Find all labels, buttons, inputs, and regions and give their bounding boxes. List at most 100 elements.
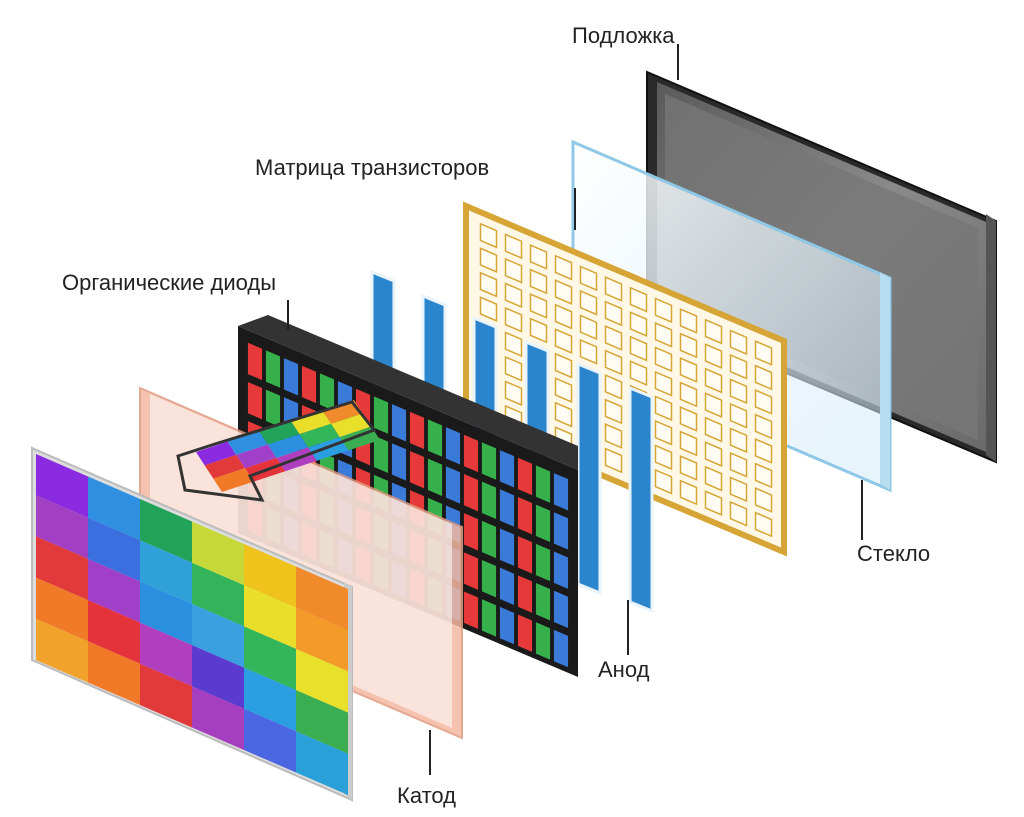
tft-cell [504,380,523,407]
subpixel [553,629,569,668]
tft-cell [579,338,598,365]
tft-cell [504,282,523,309]
label-cathode: Катод [397,783,456,808]
tft-cell [704,343,723,369]
tft-cell [704,490,723,516]
subpixel [373,435,389,473]
label-glass: Стекло [857,541,930,566]
tft-cell [579,314,598,341]
tft-cell [604,325,623,351]
arrow-color-cell [267,434,309,458]
front-color-cell [192,562,244,627]
tft-cell [679,430,698,457]
front-color-cell [36,495,88,559]
label-substrate: Подложка [572,23,675,48]
arrow-color-cell [227,431,268,455]
front-color-cell [192,603,244,668]
tft-cell [729,476,748,503]
tft-cell [729,500,748,527]
tft-cell [654,444,673,471]
subpixel [481,481,497,519]
subpixel [445,466,461,504]
tft-cell [654,321,673,348]
tft-cell [529,244,548,270]
tft-cell [504,233,523,260]
front-color-screen [31,446,353,802]
tft-cell [704,392,723,418]
front-color-cell [296,648,348,713]
front-color-cell [296,690,348,754]
tft-cell [679,455,698,481]
arrow-color-cell [196,441,237,466]
anode-strip [628,385,654,614]
tft-cell [479,296,498,322]
tft-cell [554,377,573,403]
tft-cell [729,451,748,478]
tft-cell [554,279,573,305]
tft-cell [604,447,623,474]
tft-cell [604,374,623,400]
subpixel [409,450,425,489]
tft-cell [629,311,648,337]
subpixel [247,342,263,381]
tft-cell [504,257,523,284]
front-color-cell [88,476,140,541]
subpixel [517,575,533,613]
tft-cell [529,268,548,295]
tft-cell [554,328,573,354]
tft-cell [704,441,723,467]
front-color-cell [36,618,88,683]
front-color-cell [140,499,192,563]
arrow-color-cell [236,444,277,469]
tft-cell [579,265,598,292]
tft-cell [704,367,723,394]
subpixel [553,551,569,589]
subpixel [535,504,551,542]
arrow-color-cell [259,420,300,445]
front-color-cell [296,731,348,795]
tft-cell [554,352,573,379]
front-color-cell [244,667,296,732]
tft-cell [554,303,573,330]
label-anode: Анод [598,657,650,682]
subpixel [553,590,569,629]
tft-cell [729,329,748,356]
subpixel [499,567,515,606]
subpixel [265,350,281,388]
label-tft-matrix: Матрица транзисторов [255,155,489,180]
subpixel [463,591,479,629]
tft-cell [479,222,498,249]
front-color-cell [244,708,296,773]
subpixel [535,622,551,660]
subpixel [481,442,497,480]
tft-cell [529,317,548,344]
tft-cell [654,419,673,446]
subpixel [517,536,533,574]
subpixel [535,583,551,621]
front-color-cell [88,558,140,623]
subpixel [535,543,551,582]
subpixel [481,560,497,598]
tft-cell [604,276,623,302]
subpixel [391,404,407,442]
front-color-cell [140,581,192,646]
subpixel [517,496,533,535]
arrow-color-cell [299,423,340,448]
subpixel [301,365,317,404]
subpixel [445,427,461,465]
tft-cell [729,402,748,429]
tft-cell [654,370,673,397]
subpixel [499,528,515,566]
front-color-cell [244,585,296,649]
arrow-color-cell [331,413,372,438]
tft-cell [579,289,598,316]
subpixel [463,473,479,512]
tft-cell [679,357,698,383]
subpixel [427,419,443,457]
tft-cell [604,423,623,449]
subpixel [517,614,533,652]
tft-cell [654,468,673,495]
subpixel [391,443,407,481]
tft-cell [754,462,773,489]
